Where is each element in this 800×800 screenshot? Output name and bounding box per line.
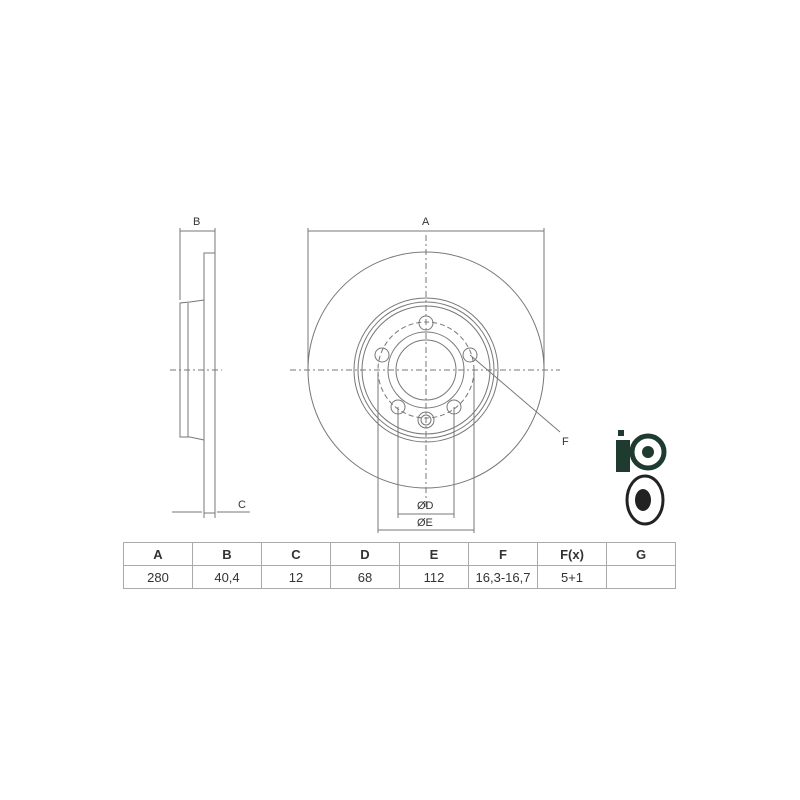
value-e: 112 bbox=[399, 565, 469, 589]
header-b: B bbox=[192, 542, 262, 566]
label-a: A bbox=[422, 216, 430, 228]
header-fx: F(x) bbox=[537, 542, 607, 566]
value-a: 280 bbox=[123, 565, 193, 589]
value-b: 40,4 bbox=[192, 565, 262, 589]
header-e: E bbox=[399, 542, 469, 566]
value-c: 12 bbox=[261, 565, 331, 589]
disc-mounting-icon bbox=[616, 430, 667, 472]
front-view bbox=[290, 228, 561, 533]
header-d: D bbox=[330, 542, 400, 566]
label-d: ØD bbox=[417, 500, 434, 512]
label-b: B bbox=[193, 216, 200, 228]
spec-table: A B C D E F F(x) G 280 40,4 12 68 112 16… bbox=[123, 542, 676, 589]
value-fx: 5+1 bbox=[537, 565, 607, 589]
header-a: A bbox=[123, 542, 193, 566]
value-d: 68 bbox=[330, 565, 400, 589]
label-e: ØE bbox=[417, 517, 433, 529]
value-g bbox=[606, 565, 676, 589]
header-g: G bbox=[606, 542, 676, 566]
side-view bbox=[170, 228, 250, 518]
header-c: C bbox=[261, 542, 331, 566]
header-f: F bbox=[468, 542, 538, 566]
disc-perspective-icon bbox=[625, 474, 665, 526]
value-f: 16,3-16,7 bbox=[468, 565, 538, 589]
label-c: C bbox=[238, 499, 246, 511]
label-f: F bbox=[562, 436, 569, 448]
